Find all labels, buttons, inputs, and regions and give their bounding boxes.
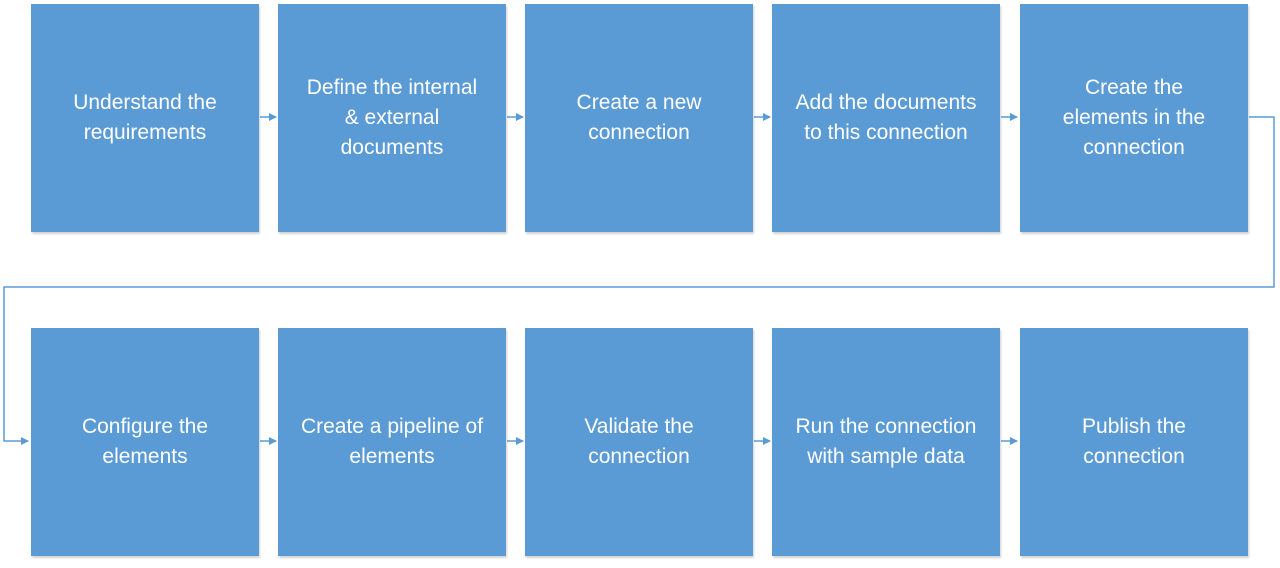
- arrow-5-6-wrap: [3, 116, 1275, 445]
